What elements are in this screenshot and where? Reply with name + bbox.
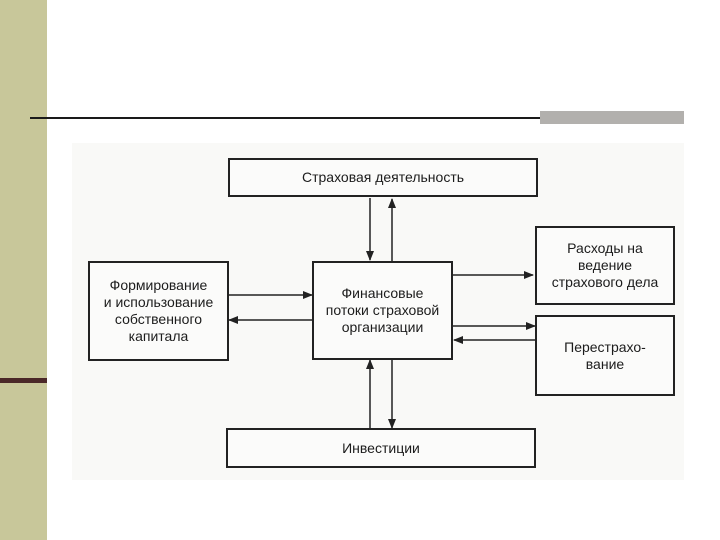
node-reinsurance: Перестрахо- вание bbox=[535, 315, 675, 396]
node-business-expenses: Расходы на ведение страхового дела bbox=[535, 226, 675, 305]
node-financial-flows: Финансовые потоки страховой организации bbox=[312, 261, 453, 360]
side-decoration-accent bbox=[0, 378, 47, 383]
node-investments: Инвестиции bbox=[226, 428, 536, 468]
side-decoration-bar bbox=[0, 0, 47, 540]
node-own-capital: Формирование и использование собственног… bbox=[88, 261, 229, 361]
node-insurance-activity: Страховая деятельность bbox=[228, 158, 538, 197]
title-rule bbox=[30, 117, 542, 119]
title-rule-accent bbox=[540, 111, 684, 124]
